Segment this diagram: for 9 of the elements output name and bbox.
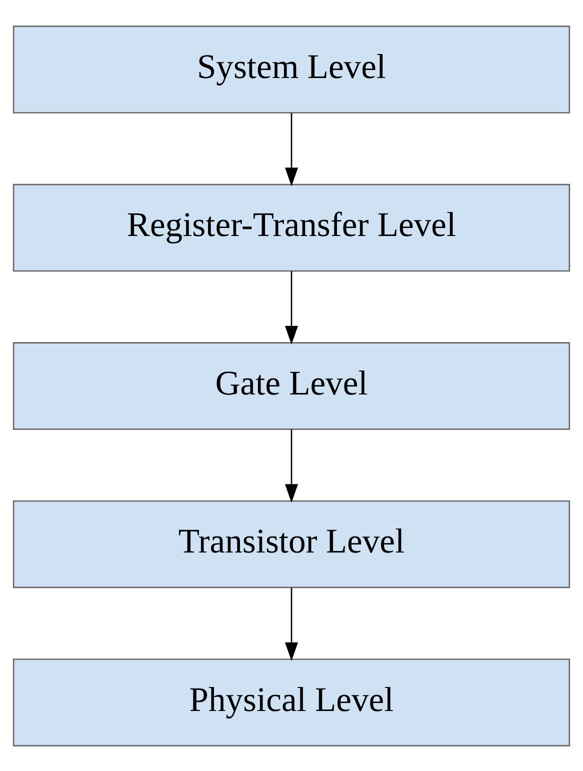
node-box: Gate Level xyxy=(12,342,570,430)
node-box: System Level xyxy=(12,25,570,113)
node-box: Physical Level xyxy=(12,658,570,746)
arrow xyxy=(284,587,298,661)
arrow xyxy=(284,428,298,502)
arrow xyxy=(284,270,298,344)
node-box: Register-Transfer Level xyxy=(12,183,570,272)
node-box: Transistor Level xyxy=(12,500,570,588)
arrow xyxy=(284,112,298,186)
